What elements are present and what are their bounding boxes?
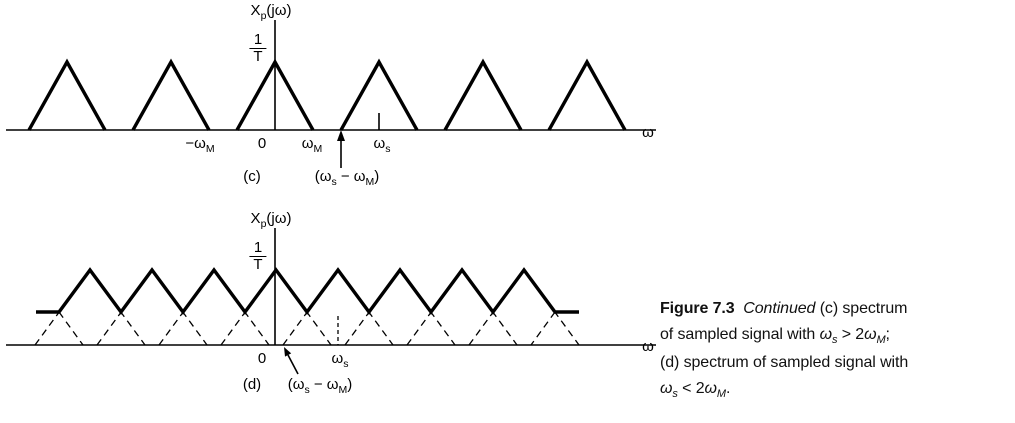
d-y-axis-label: Xp(jω) [250, 210, 292, 230]
c-panel-label: (c) [243, 168, 261, 185]
c-label-neg-omega-m: −ωM [185, 135, 215, 155]
c-label-omega-m: ωM [301, 135, 323, 155]
d-panel-label: (d) [242, 376, 262, 393]
c-spectrum-triangle [547, 58, 627, 131]
d-annotation-ws-minus-wm: (ωs − ωM) [287, 376, 353, 396]
c-spectrum-triangle [235, 58, 315, 131]
d-dashed-replica [158, 268, 270, 346]
d-dashed-replica [96, 268, 208, 346]
d-annotation-arrowhead [284, 347, 292, 357]
d-annotation-arrow [287, 354, 299, 375]
d-dashed-replica [344, 268, 456, 346]
c-y-axis-label: Xp(jω) [250, 2, 292, 22]
c-spectrum-triangle [339, 58, 419, 131]
d-label-omega-axis: ω [642, 338, 654, 355]
d-label-zero: 0 [257, 350, 267, 367]
c-spectrum-triangle [131, 58, 211, 131]
c-annotation-arrowhead [337, 130, 345, 141]
c-annotation-ws-minus-wm: (ωs − ωM) [314, 168, 380, 188]
c-spectrum-triangle [27, 58, 107, 131]
c-peak-value-fraction: 1 T [249, 31, 267, 65]
d-dashed-replica [406, 268, 518, 346]
d-peak-numerator: 1 [253, 239, 263, 256]
c-spectrum-triangle [443, 58, 523, 131]
d-peak-value-fraction: 1 T [249, 239, 267, 273]
d-label-omega-s: ωs [331, 350, 349, 370]
c-label-zero: 0 [257, 135, 267, 152]
c-peak-numerator: 1 [253, 31, 263, 48]
d-spectrum-envelope [36, 267, 579, 315]
d-peak-denominator: T [249, 256, 267, 273]
d-dashed-replica-edge [530, 311, 556, 346]
spectra-line-art [6, 20, 656, 375]
diagram-d [6, 228, 656, 375]
d-dashed-replica-edge [58, 311, 84, 346]
d-dashed-replica [220, 268, 332, 346]
c-peak-denominator: T [249, 48, 267, 65]
d-dashed-replica [468, 268, 580, 346]
d-dashed-replica [34, 268, 146, 346]
diagram-c [6, 20, 656, 168]
c-label-omega-s: ωs [373, 135, 391, 155]
c-label-omega-axis: ω [642, 124, 654, 141]
